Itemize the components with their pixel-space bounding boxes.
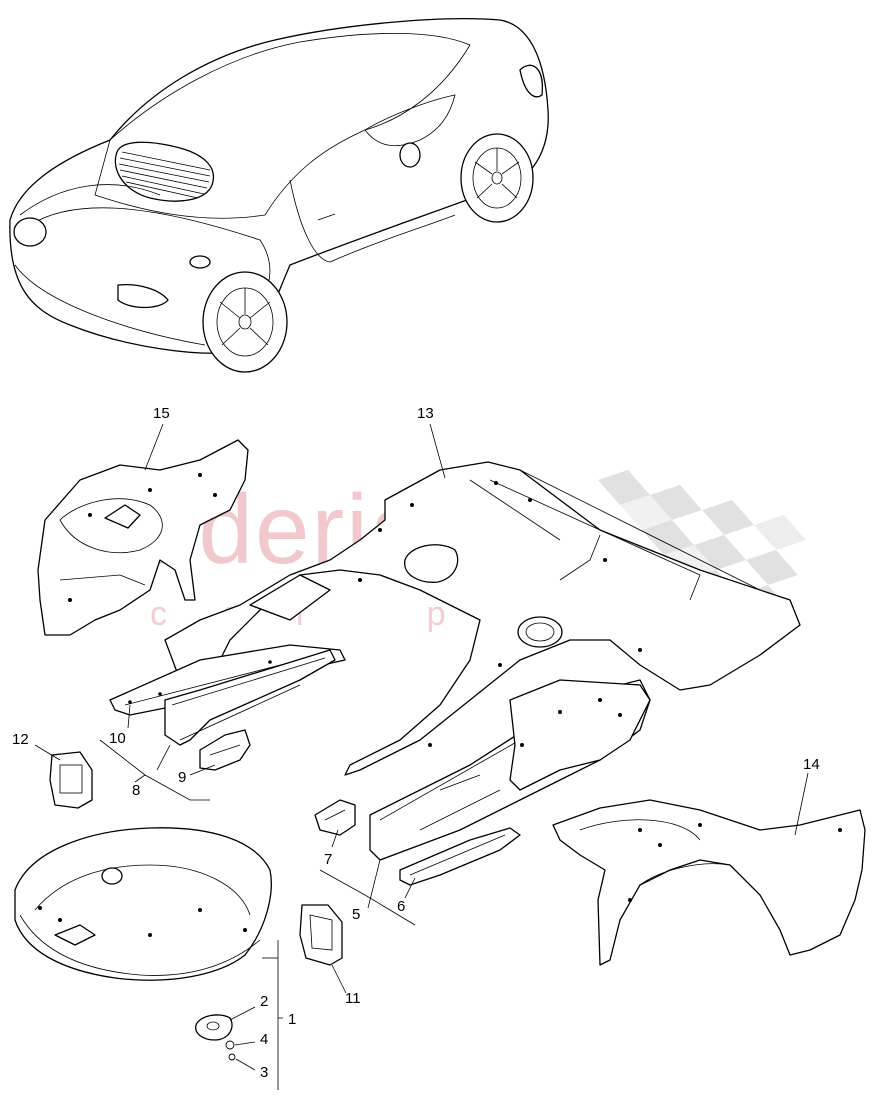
car-tail-light-right — [117, 284, 169, 309]
part-8-side-member — [164, 649, 336, 746]
car-door-line — [289, 179, 456, 263]
part-3-bolt — [228, 1053, 236, 1061]
callout-15[interactable]: 15 — [153, 405, 170, 422]
car-rear-deck — [29, 207, 271, 286]
part-2-bracket — [195, 1014, 233, 1041]
leader-lines — [34, 423, 809, 1090]
car-mirror — [519, 64, 543, 98]
callout-11[interactable]: 11 — [345, 990, 361, 1007]
car-fuel-cap — [399, 142, 421, 168]
callout-3[interactable]: 3 — [260, 1064, 268, 1081]
part-12-mounting-plate — [49, 751, 93, 809]
part-7-bracket — [314, 799, 356, 836]
part-1-spare-wheel-well — [14, 827, 272, 981]
car-front-wheel — [460, 133, 534, 223]
callout-13[interactable]: 13 — [417, 405, 434, 422]
car-rear-bumper — [14, 264, 206, 346]
car-rear-wheel — [202, 271, 288, 373]
callout-1[interactable]: 1 — [288, 1011, 296, 1028]
callout-2[interactable]: 2 — [260, 993, 268, 1010]
car-side-window — [364, 94, 456, 147]
part-14-wheel-arch-right — [552, 799, 866, 966]
rear-window-defroster-lines — [118, 151, 211, 199]
callout-7[interactable]: 7 — [324, 851, 332, 868]
part-9-bracket — [199, 729, 251, 771]
part-15-wheel-arch-left — [37, 439, 249, 636]
callout-14[interactable]: 14 — [803, 756, 820, 773]
part-13-floor-panel — [164, 461, 801, 776]
callout-10[interactable]: 10 — [109, 730, 126, 747]
car-exhaust — [189, 255, 211, 269]
car-body — [9, 18, 549, 354]
part-6-bracket — [399, 827, 521, 886]
car-tail-light-left — [13, 217, 47, 247]
part-11-mounting-plate — [299, 904, 343, 966]
part-4-nut — [225, 1040, 235, 1050]
car-illustration — [9, 18, 549, 373]
callout-12[interactable]: 12 — [12, 731, 29, 748]
callout-9[interactable]: 9 — [178, 769, 186, 786]
callout-5[interactable]: 5 — [352, 906, 360, 923]
callout-labels: 15 13 14 12 10 9 8 7 5 6 11 2 1 4 3 — [12, 405, 820, 1081]
car-soft-top — [94, 32, 471, 219]
car-trunk-lid — [19, 184, 161, 216]
callout-8[interactable]: 8 — [132, 782, 140, 799]
callout-6[interactable]: 6 — [397, 898, 405, 915]
part-5-rear-panel-assembly — [369, 679, 651, 861]
car-door-handle — [317, 213, 336, 221]
callout-4[interactable]: 4 — [260, 1031, 268, 1048]
